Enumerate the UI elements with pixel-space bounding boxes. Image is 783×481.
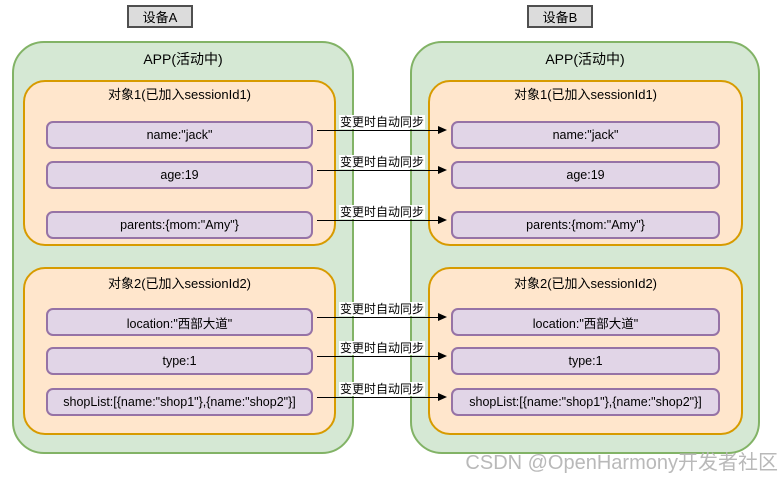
arrow-line (317, 130, 440, 132)
object1-title: 对象1(已加入sessionId1) (513, 87, 658, 102)
sync-arrow-label: 变更时自动同步 (338, 205, 426, 219)
object1-property-parents: parents:{mom:"Amy"} (46, 211, 313, 239)
sync-arrow-label: 变更时自动同步 (338, 382, 426, 396)
app-title: APP(活动中) (545, 51, 625, 67)
sync-arrow-label: 变更时自动同步 (338, 115, 426, 129)
object1-property-age: age:19 (46, 161, 313, 189)
object1-container-b: 对象1(已加入sessionId1) name:"jack" age:19 pa… (428, 80, 743, 246)
arrow-line (317, 170, 440, 172)
object2-property-shoplist: shopList:[{name:"shop1"},{name:"shop2"}] (451, 388, 720, 416)
object2-property-shoplist: shopList:[{name:"shop1"},{name:"shop2"}] (46, 388, 313, 416)
object2-title: 对象2(已加入sessionId2) (107, 276, 252, 291)
object2-title: 对象2(已加入sessionId2) (513, 276, 658, 291)
arrowhead-right-icon (438, 166, 447, 174)
arrow-line (317, 356, 440, 358)
object2-property-type: type:1 (451, 347, 720, 375)
object1-container-a: 对象1(已加入sessionId1) name:"jack" age:19 pa… (23, 80, 336, 246)
device-b-label: 设备B (527, 5, 593, 28)
app-container-device-a: APP(活动中) 对象1(已加入sessionId1) name:"jack" … (12, 41, 354, 454)
arrow-line (317, 397, 440, 399)
app-title: APP(活动中) (143, 51, 223, 67)
arrowhead-right-icon (438, 393, 447, 401)
object2-container-b: 对象2(已加入sessionId2) location:"西部大道" type:… (428, 267, 743, 435)
object1-property-parents: parents:{mom:"Amy"} (451, 211, 720, 239)
object1-property-age: age:19 (451, 161, 720, 189)
arrowhead-right-icon (438, 313, 447, 321)
object2-property-type: type:1 (46, 347, 313, 375)
app-container-device-b: APP(活动中) 对象1(已加入sessionId1) name:"jack" … (410, 41, 760, 454)
arrowhead-right-icon (438, 352, 447, 360)
sync-arrow-label: 变更时自动同步 (338, 155, 426, 169)
csdn-watermark: CSDN @OpenHarmony开发者社区 (465, 452, 778, 474)
sync-arrow-label: 变更时自动同步 (338, 341, 426, 355)
arrowhead-right-icon (438, 126, 447, 134)
object2-property-location: location:"西部大道" (46, 308, 313, 336)
object1-property-name: name:"jack" (451, 121, 720, 149)
object1-title: 对象1(已加入sessionId1) (107, 87, 252, 102)
arrow-line (317, 220, 440, 222)
arrowhead-right-icon (438, 216, 447, 224)
object2-property-location: location:"西部大道" (451, 308, 720, 336)
device-a-label: 设备A (127, 5, 193, 28)
sync-arrow-label: 变更时自动同步 (338, 302, 426, 316)
object2-container-a: 对象2(已加入sessionId2) location:"西部大道" type:… (23, 267, 336, 435)
arrow-line (317, 317, 440, 319)
object1-property-name: name:"jack" (46, 121, 313, 149)
